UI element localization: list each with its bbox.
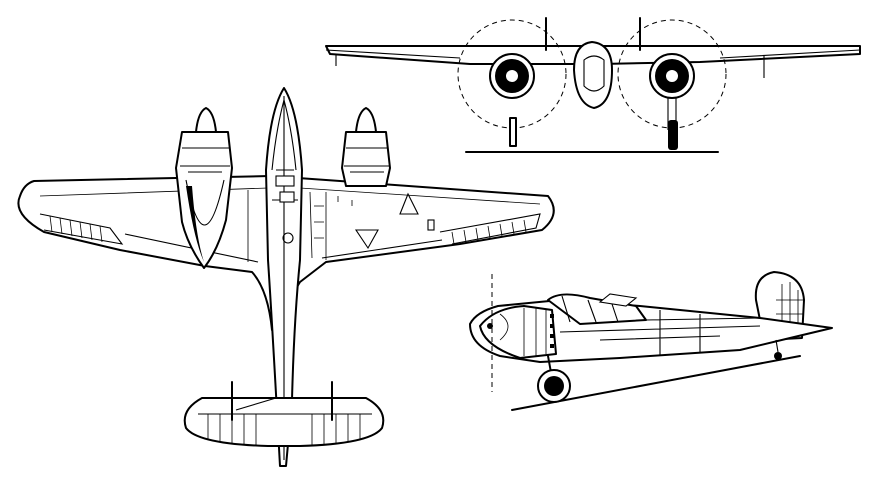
side-nacelle-panels xyxy=(499,308,547,356)
wing-rivets xyxy=(314,196,353,239)
front-canopy xyxy=(583,55,605,92)
side-main-wheel-hub xyxy=(544,376,564,396)
right-engine-nacelle xyxy=(341,131,391,187)
left-engine-spinner xyxy=(506,70,518,82)
elevator-ribs xyxy=(207,414,361,445)
front-wing-dihedral xyxy=(325,49,861,59)
right-flap xyxy=(321,239,443,259)
side-view xyxy=(469,271,833,411)
wing-inverted-triangle xyxy=(354,229,379,250)
right-engine-spinner xyxy=(666,70,678,82)
side-tail-wheel xyxy=(774,352,782,360)
side-exhaust-stubs xyxy=(550,314,554,348)
front-right-wheel xyxy=(668,120,678,150)
front-wingtip-struts xyxy=(335,54,765,78)
side-rudder-ribs xyxy=(776,282,804,334)
side-canopy-frames xyxy=(561,295,619,323)
side-tail-gear xyxy=(775,339,779,353)
side-engine-nacelle xyxy=(479,305,557,359)
fuselage-side-lines xyxy=(271,99,297,171)
side-spinner-mark xyxy=(487,323,493,329)
left-aileron-ribs xyxy=(49,215,103,243)
front-fuselage xyxy=(573,41,613,109)
wing-hatch xyxy=(427,219,435,231)
tailplane xyxy=(183,397,385,447)
right-aileron-ribs xyxy=(451,219,527,245)
side-canopy xyxy=(547,293,647,325)
wing-triangle-marker xyxy=(399,192,419,215)
tail-strut xyxy=(235,397,277,411)
side-turret xyxy=(598,293,638,307)
front-view xyxy=(325,17,861,153)
right-aileron xyxy=(439,213,541,245)
right-nacelle-detail xyxy=(344,147,390,173)
side-fuselage xyxy=(469,299,833,363)
front-left-gear xyxy=(509,117,517,147)
wing-panel-lines xyxy=(39,187,541,262)
left-nacelle-shadow xyxy=(186,186,204,262)
left-spinner xyxy=(195,107,217,133)
left-aileron xyxy=(39,213,124,245)
left-nacelle-detail xyxy=(180,147,230,226)
fuselage-frames xyxy=(275,175,295,244)
plan-view xyxy=(17,87,555,467)
right-spinner xyxy=(355,107,377,133)
side-body-panels xyxy=(559,310,761,356)
